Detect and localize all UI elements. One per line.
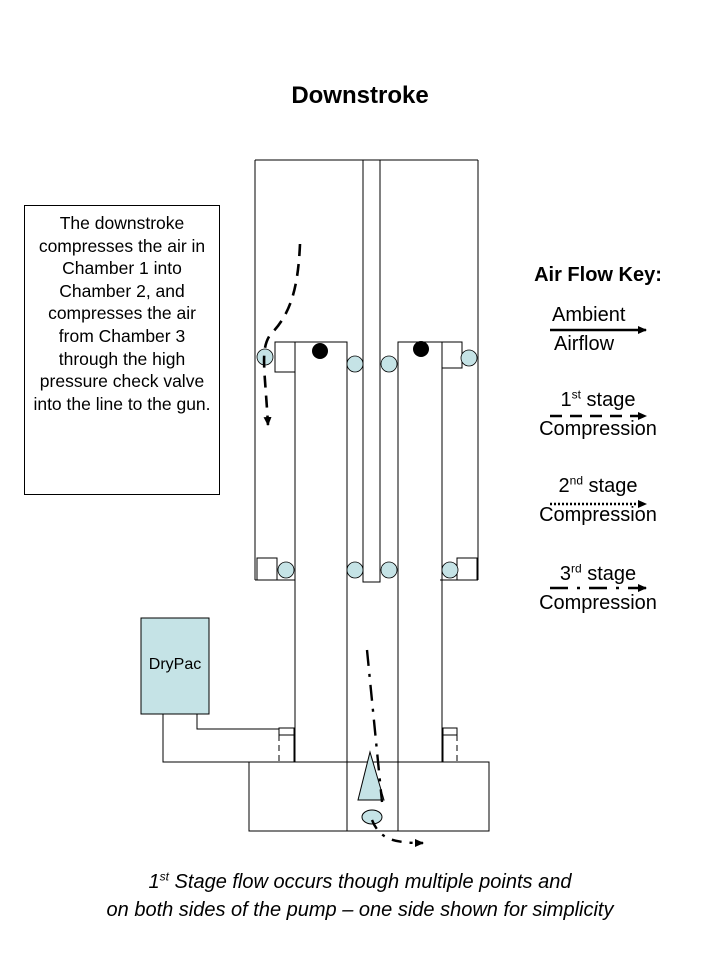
base-ports [278, 727, 458, 762]
key-title: Air Flow Key: [534, 264, 662, 286]
center-rod [362, 159, 381, 583]
key-ambient-line2: Airflow [554, 333, 615, 355]
piston-body [294, 341, 443, 763]
drypac-label: DryPac [148, 656, 202, 673]
footer-line1: 1st Stage flow occurs though multiple po… [148, 869, 572, 893]
third-stage-flow-arrow [365, 649, 384, 803]
key-stage1-label: 1st stage [560, 387, 636, 411]
o-ring-seals [256, 348, 478, 579]
key-stage2-line2: Compression [539, 504, 657, 526]
first-stage-flow-arrow [262, 243, 302, 426]
footer-line2: on both sides of the pump – one side sho… [106, 899, 614, 921]
footer-note: 1st Stage flow occurs though multiple po… [0, 868, 720, 924]
key-stage3-label: 3rd stage [559, 561, 637, 585]
drypac-unit [140, 617, 210, 715]
seal-blocks [256, 341, 478, 581]
key-stage1-line2: Compression [539, 418, 657, 440]
drypac-piping [162, 714, 279, 763]
key-ambient-line1: Ambient [552, 304, 626, 326]
third-stage-outlet-arrow [370, 819, 424, 847]
page-title: Downstroke [291, 82, 429, 109]
check-valve-cone [357, 750, 385, 801]
check-valve-ball [361, 809, 383, 825]
key-stage2-label: 2nd stage [558, 473, 638, 497]
check-balls [312, 341, 429, 359]
description-box: The downstroke compresses the air in Cha… [24, 205, 220, 495]
key-stage3-line2: Compression [539, 592, 657, 614]
